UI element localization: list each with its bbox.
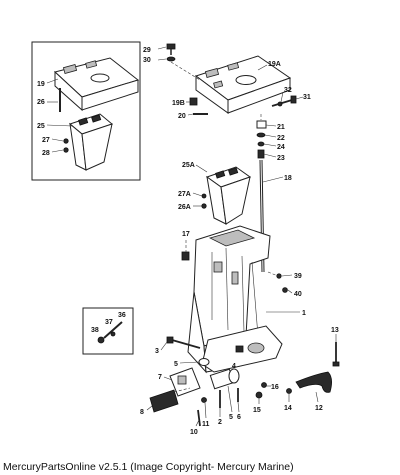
- nut-15: [255, 391, 263, 399]
- ring-22: [256, 132, 266, 138]
- bolt-31: [271, 95, 297, 107]
- callout-19a: 19A: [268, 61, 281, 68]
- callout-26a: 26A: [178, 204, 191, 211]
- callout-22: 22: [277, 135, 285, 142]
- plate-8: [149, 389, 179, 413]
- callout-36: 36: [118, 312, 126, 319]
- washer-27a: [201, 193, 207, 199]
- washer-inset: [63, 138, 69, 144]
- callout-8: 8: [140, 409, 144, 416]
- callout-27a: 27A: [178, 191, 191, 198]
- callout-23: 23: [277, 155, 285, 162]
- image-caption: MercuryPartsOnline v2.5.1 (Image Copyrig…: [3, 461, 294, 473]
- clamp-12: [295, 371, 332, 393]
- callout-28: 28: [42, 150, 50, 157]
- callout-15: 15: [253, 407, 261, 414]
- adapter-plate-inset: [53, 57, 140, 112]
- callout-16: 16: [271, 384, 279, 391]
- callout-17: 17: [182, 231, 190, 238]
- callout-6: 6: [237, 414, 241, 421]
- nut-26a: [201, 203, 207, 209]
- washer-5: [198, 358, 210, 366]
- ring-24: [257, 141, 265, 147]
- washer-30: [166, 56, 176, 62]
- inset-box-lower: [82, 307, 134, 355]
- callout-32: 32: [284, 87, 292, 94]
- callout-21: 21: [277, 124, 285, 131]
- callout-11: 11: [202, 421, 210, 428]
- callout-2: 2: [218, 419, 222, 426]
- callout-26: 26: [37, 99, 45, 106]
- fitting-17: [181, 240, 190, 261]
- callout-30: 30: [143, 57, 151, 64]
- callout-24: 24: [277, 144, 285, 151]
- callout-4: 4: [232, 363, 236, 370]
- housing-insert-inset: [68, 113, 114, 171]
- bolt-29: [166, 43, 176, 55]
- anode-4: [209, 368, 240, 390]
- callout-19: 19: [37, 81, 45, 88]
- washer-16: [261, 382, 267, 388]
- adapter-plate: [194, 55, 292, 114]
- callout-40: 40: [294, 291, 302, 298]
- callout-38: 38: [91, 327, 99, 334]
- callout-20: 20: [178, 113, 186, 120]
- callout-18: 18: [284, 175, 292, 182]
- callout-31: 31: [303, 94, 311, 101]
- nut-14: [286, 388, 292, 394]
- washer-39: [276, 273, 282, 279]
- bolt-10: [197, 409, 201, 427]
- seal-21: [256, 120, 267, 129]
- callout-25: 25: [37, 123, 45, 130]
- housing-insert: [205, 166, 252, 225]
- callout-5b: 5: [229, 414, 233, 421]
- inset-box-upper: [31, 41, 141, 181]
- nut-40: [282, 287, 288, 293]
- callout-27: 27: [42, 137, 50, 144]
- leader-lines: [46, 46, 337, 427]
- callout-12: 12: [315, 405, 323, 412]
- callout-7: 7: [158, 374, 162, 381]
- nut-inset: [63, 147, 69, 153]
- callout-13: 13: [331, 327, 339, 334]
- screw-13-head: [332, 361, 340, 367]
- callout-10: 10: [190, 429, 198, 436]
- callout-25a: 25A: [182, 162, 195, 169]
- bolt-set-inset: [97, 321, 123, 344]
- dowel-19b: [189, 97, 198, 106]
- bushing-23: [257, 149, 265, 159]
- callout-1: 1: [302, 310, 306, 317]
- callout-5: 5: [174, 361, 178, 368]
- callout-14: 14: [284, 405, 292, 412]
- trim-tab-7: [169, 367, 201, 397]
- bolt-3: [166, 336, 201, 349]
- callout-19b: 19B: [172, 100, 185, 107]
- washer-11: [201, 397, 207, 403]
- callout-39: 39: [294, 273, 302, 280]
- washer-32: [277, 101, 283, 107]
- callout-3: 3: [155, 348, 159, 355]
- callout-37: 37: [105, 319, 113, 326]
- callout-29: 29: [143, 47, 151, 54]
